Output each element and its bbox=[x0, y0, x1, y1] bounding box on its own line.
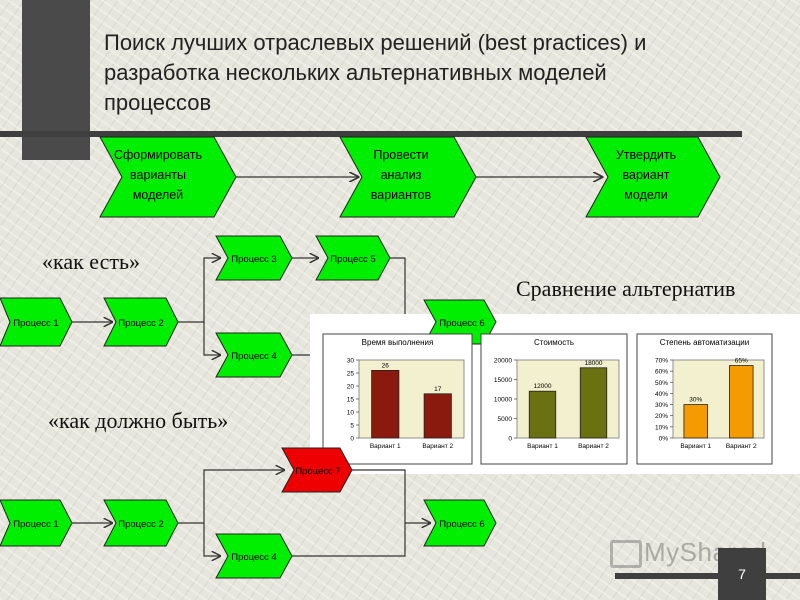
chart-1-tick-label: 15 bbox=[347, 397, 355, 404]
asis-process-5: Процесс 5 bbox=[315, 235, 391, 281]
chart-1-tick-label: 5 bbox=[350, 423, 354, 430]
chart-3-tick-label: 40% bbox=[655, 391, 668, 398]
asis-process-1-label: Процесс 1 bbox=[13, 318, 58, 329]
chart-1-tick-label: 20 bbox=[347, 384, 355, 391]
page-number-box bbox=[718, 548, 766, 600]
top-step-3-line-3: модели bbox=[624, 188, 667, 202]
top-step-2-line-1: Провести bbox=[373, 148, 428, 162]
chart-2-tick-label: 10000 bbox=[494, 397, 512, 404]
asis-process-5-label: Процесс 5 bbox=[330, 254, 375, 265]
top-step-3-line-1: Утвердить bbox=[616, 148, 676, 162]
chart-1-category-label: Вариант 1 bbox=[370, 443, 401, 450]
chart-2-tick-label: 15000 bbox=[494, 377, 512, 384]
chart-2-category-label: Вариант 1 bbox=[527, 443, 558, 450]
chart-2-title: Стоимость bbox=[534, 338, 574, 347]
tobe-connector-7-6 bbox=[352, 469, 430, 523]
tobe-process-1-label: Процесс 1 bbox=[13, 519, 58, 530]
to-be-label: «как должно быть» bbox=[48, 408, 229, 433]
chart-2-bar bbox=[528, 390, 557, 439]
chart-3-bar bbox=[729, 365, 754, 439]
top-step-2-line-2: анализ bbox=[381, 168, 422, 182]
chart-3-category-label: Вариант 2 bbox=[726, 443, 757, 450]
chart-3-tick-label: 10% bbox=[655, 424, 668, 431]
title-line-1: Поиск лучших отраслевых решений (best pr… bbox=[104, 30, 647, 55]
top-step-3-line-2: вариант bbox=[623, 168, 670, 182]
slide-title: Поиск лучших отраслевых решений (best pr… bbox=[104, 28, 784, 118]
watermark-logo-icon bbox=[610, 540, 642, 568]
asis-process-3-label: Процесс 3 bbox=[231, 254, 276, 265]
chart-3-tick-label: 30% bbox=[655, 402, 668, 409]
chart-2-bar bbox=[579, 367, 608, 439]
as-is-label: «как есть» bbox=[42, 249, 141, 274]
chart-1-data-label: 17 bbox=[434, 386, 442, 393]
comparison-label: Сравнение альтернатив bbox=[516, 276, 736, 301]
asis-process-2-label: Процесс 2 bbox=[118, 318, 163, 329]
chart-3-data-label: 65% bbox=[735, 358, 748, 365]
top-step-2: Провести анализ вариантов bbox=[339, 136, 477, 218]
tobe-process-7: Процесс 7 bbox=[281, 447, 353, 493]
chart-3-bar bbox=[683, 404, 708, 439]
chart-1-data-label: 26 bbox=[382, 362, 390, 369]
chart-1-tick-label: 25 bbox=[347, 371, 355, 378]
tobe-process-6: Процесс 6 bbox=[423, 499, 497, 547]
chart-1-tick-label: 30 bbox=[347, 358, 355, 365]
tobe-process-4: Процесс 4 bbox=[215, 533, 293, 579]
asis-process-2: Процесс 2 bbox=[103, 297, 179, 347]
chart-2-tick-label: 0 bbox=[508, 436, 512, 443]
chart-3-tick-label: 0% bbox=[659, 436, 669, 443]
chart-2-data-label: 12000 bbox=[533, 383, 551, 390]
title-underline-rule bbox=[0, 131, 742, 137]
tobe-process-4-label: Процесс 4 bbox=[231, 552, 276, 563]
asis-process-4: Процесс 4 bbox=[215, 332, 293, 378]
chart-2-tick-label: 20000 bbox=[494, 358, 512, 365]
top-step-1-line-1: Сформировать bbox=[114, 148, 202, 162]
chart-1-bar bbox=[371, 369, 400, 439]
chart-1-tick-label: 10 bbox=[347, 410, 355, 417]
tobe-process-2-label: Процесс 2 bbox=[118, 519, 163, 530]
chart-3-tick-label: 50% bbox=[655, 380, 668, 387]
chart-2-data-label: 18000 bbox=[584, 360, 602, 367]
footer-rule bbox=[615, 573, 800, 579]
asis-process-3: Процесс 3 bbox=[215, 235, 293, 281]
chart-1-category-label: Вариант 2 bbox=[422, 443, 453, 450]
chart-3-tick-label: 20% bbox=[655, 413, 668, 420]
asis-process-6-label: Процесс 6 bbox=[439, 318, 484, 329]
asis-connector-2-4 bbox=[203, 322, 220, 355]
top-step-1-line-2: варианты bbox=[130, 168, 186, 182]
top-step-2-line-3: вариантов bbox=[371, 188, 432, 202]
chart-3-tick-label: 60% bbox=[655, 369, 668, 376]
chart-1-title: Время выполнения bbox=[362, 338, 434, 347]
chart-1-tick-label: 0 bbox=[350, 436, 354, 443]
chart-2-tick-label: 5000 bbox=[498, 416, 513, 423]
top-step-1-line-3: моделей bbox=[133, 188, 183, 202]
chart-1-bar bbox=[423, 393, 452, 439]
chart-3-data-label: 30% bbox=[689, 397, 702, 404]
title-line-3: процессов bbox=[104, 90, 212, 115]
chart-3-tick-label: 70% bbox=[655, 358, 668, 365]
tobe-process-2: Процесс 2 bbox=[103, 499, 179, 547]
tobe-process-1: Процесс 1 bbox=[0, 499, 73, 547]
tobe-process-7-label: Процесс 7 bbox=[295, 466, 340, 477]
chart-3-category-label: Вариант 1 bbox=[680, 443, 711, 450]
title-line-2: разработка нескольких альтернативных мод… bbox=[104, 60, 607, 85]
asis-process-4-label: Процесс 4 bbox=[231, 351, 276, 362]
top-step-3: Утвердить вариант модели bbox=[585, 136, 721, 218]
asis-process-1: Процесс 1 bbox=[0, 297, 73, 347]
chart-2-category-label: Вариант 2 bbox=[578, 443, 609, 450]
asis-connector-5-6 bbox=[390, 257, 430, 322]
tobe-connector-2-4 bbox=[203, 523, 220, 556]
asis-connector-2-3 bbox=[178, 258, 220, 323]
chart-3-title: Степень автоматизации bbox=[660, 338, 749, 347]
top-step-1: Сформировать варианты моделей bbox=[99, 136, 237, 218]
page-number: 7 bbox=[738, 566, 746, 582]
tobe-connector-2-7 bbox=[178, 470, 284, 524]
tobe-connector-4-6 bbox=[292, 523, 406, 557]
tobe-process-6-label: Процесс 6 bbox=[439, 519, 484, 530]
